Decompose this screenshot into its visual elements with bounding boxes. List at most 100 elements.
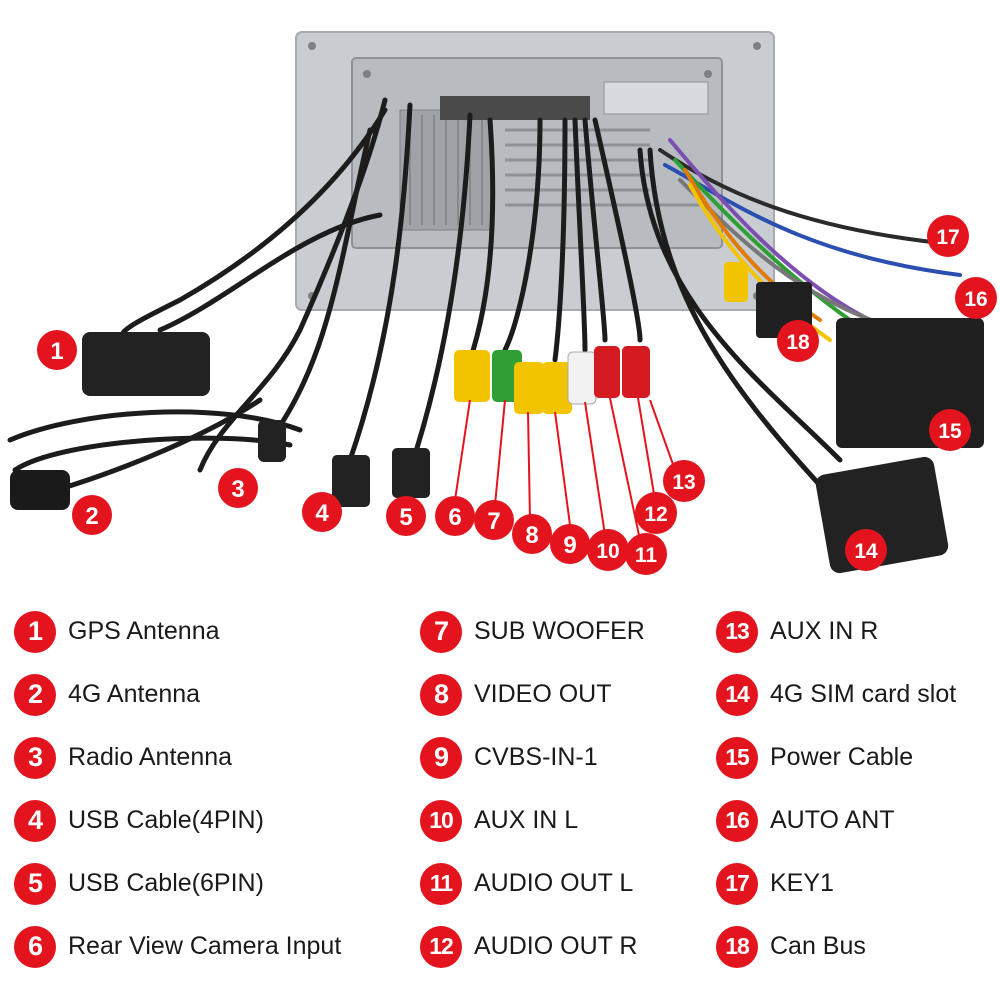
legend-label: AUX IN L bbox=[474, 806, 579, 834]
callout-3: 3 bbox=[218, 468, 258, 508]
callout-1: 1 bbox=[37, 330, 77, 370]
callout-2: 2 bbox=[72, 495, 112, 535]
callout-10: 10 bbox=[587, 529, 629, 571]
callout-17-number: 17 bbox=[936, 226, 959, 249]
rca-plug-camera bbox=[454, 350, 490, 402]
legend-item-sub-woofer: 7 SUB WOOFER bbox=[420, 600, 645, 663]
legend-label: CVBS-IN-1 bbox=[474, 743, 598, 771]
callout-6: 6 bbox=[435, 496, 475, 536]
legend-label: KEY1 bbox=[770, 869, 834, 897]
usb-4pin-plug bbox=[332, 455, 370, 507]
callout-18: 18 bbox=[777, 320, 819, 362]
legend-label: AUDIO OUT L bbox=[474, 869, 634, 897]
legend-item-gps-antenna: 1 GPS Antenna bbox=[14, 600, 341, 663]
legend-item-can-bus: 18 Can Bus bbox=[716, 915, 956, 978]
4g-antenna-module bbox=[10, 470, 70, 510]
number-badge: 18 bbox=[716, 925, 758, 968]
callout-4: 4 bbox=[302, 492, 342, 532]
legend-item-key1: 17 KEY1 bbox=[716, 852, 956, 915]
callout-5: 5 bbox=[386, 496, 426, 536]
top-connector bbox=[440, 96, 590, 120]
number-badge: 9 bbox=[420, 736, 462, 779]
number-badge: 3 bbox=[14, 736, 56, 779]
rca-plug-aux-l bbox=[567, 351, 597, 405]
callout-12-number: 12 bbox=[644, 503, 667, 526]
legend-item-aux-in-l: 10 AUX IN L bbox=[420, 789, 645, 852]
callout-15: 15 bbox=[929, 409, 971, 451]
callout-16: 16 bbox=[955, 277, 997, 319]
callout-14-number: 14 bbox=[854, 540, 878, 563]
wiring-diagram: 1 2 3 4 5 6 7 8 9 10 11 12 13 14 15 16 1… bbox=[7, 31, 997, 575]
callout-7: 7 bbox=[474, 500, 514, 540]
callout-15-number: 15 bbox=[938, 420, 962, 443]
callout-9-number: 9 bbox=[563, 532, 576, 559]
legend-label: GPS Antenna bbox=[68, 617, 220, 645]
rca-plug-audio-out-r bbox=[622, 346, 650, 398]
number-badge: 7 bbox=[420, 610, 462, 653]
callout-17: 17 bbox=[927, 215, 969, 257]
legend-label: Can Bus bbox=[770, 932, 866, 960]
callout-5-number: 5 bbox=[399, 504, 412, 531]
callout-7-number: 7 bbox=[487, 508, 500, 535]
number-badge: 13 bbox=[716, 610, 758, 653]
callout-9: 9 bbox=[550, 524, 590, 564]
callout-4-number: 4 bbox=[315, 500, 329, 527]
number-badge: 2 bbox=[14, 673, 56, 716]
legend-label: AUTO ANT bbox=[770, 806, 895, 834]
legend-item-radio-antenna: 3 Radio Antenna bbox=[14, 726, 341, 789]
legend-label: VIDEO OUT bbox=[474, 680, 612, 708]
callouts: 1 2 3 4 5 6 7 8 9 10 11 12 13 14 15 16 1… bbox=[37, 215, 997, 575]
number-badge: 1 bbox=[14, 610, 56, 653]
leader-lines bbox=[454, 397, 676, 541]
legend-item-cvbs-in: 9 CVBS-IN-1 bbox=[420, 726, 645, 789]
number-badge: 12 bbox=[420, 925, 462, 968]
gps-antenna-module bbox=[82, 332, 210, 396]
legend-label: Radio Antenna bbox=[68, 743, 233, 771]
usb-6pin-plug bbox=[392, 448, 430, 498]
callout-10-number: 10 bbox=[596, 540, 619, 563]
heatsink-fins bbox=[409, 115, 483, 225]
callout-8-number: 8 bbox=[525, 522, 538, 549]
callout-1-number: 1 bbox=[50, 338, 63, 365]
callout-18-number: 18 bbox=[786, 331, 810, 354]
screw-holes bbox=[308, 42, 761, 300]
legend-item-audio-out-l: 11 AUDIO OUT L bbox=[420, 852, 645, 915]
callout-11: 11 bbox=[625, 533, 667, 575]
number-badge: 10 bbox=[420, 799, 462, 842]
callout-13: 13 bbox=[663, 460, 705, 502]
legend-label: AUX IN R bbox=[770, 617, 879, 645]
legend-item-aux-in-r: 13 AUX IN R bbox=[716, 600, 956, 663]
callout-13-number: 13 bbox=[672, 471, 695, 494]
callout-14: 14 bbox=[845, 529, 887, 571]
legend-label: AUDIO OUT R bbox=[474, 932, 638, 960]
rca-plug-aux-r bbox=[724, 262, 748, 302]
callout-16-number: 16 bbox=[964, 288, 987, 311]
radio-antenna-plug bbox=[258, 420, 286, 462]
rca-plug-video-out bbox=[514, 362, 544, 414]
legend-label: Power Cable bbox=[770, 743, 914, 771]
rca-plugs bbox=[454, 262, 748, 414]
callout-3-number: 3 bbox=[231, 476, 244, 503]
legend-label: SUB WOOFER bbox=[474, 617, 645, 645]
number-badge: 11 bbox=[420, 862, 462, 905]
callout-6-number: 6 bbox=[448, 504, 461, 531]
rca-plug-cvbs bbox=[542, 362, 572, 414]
legend-label: USB Cable(6PIN) bbox=[68, 869, 264, 897]
callout-11-number: 11 bbox=[635, 544, 658, 567]
callout-8: 8 bbox=[512, 514, 552, 554]
callout-2-number: 2 bbox=[85, 503, 98, 530]
legend-item-audio-out-r: 12 AUDIO OUT R bbox=[420, 915, 645, 978]
rca-plug-audio-out-l bbox=[594, 346, 620, 398]
number-badge: 4 bbox=[14, 799, 56, 842]
number-badge: 6 bbox=[14, 925, 56, 968]
number-badge: 17 bbox=[716, 862, 758, 905]
